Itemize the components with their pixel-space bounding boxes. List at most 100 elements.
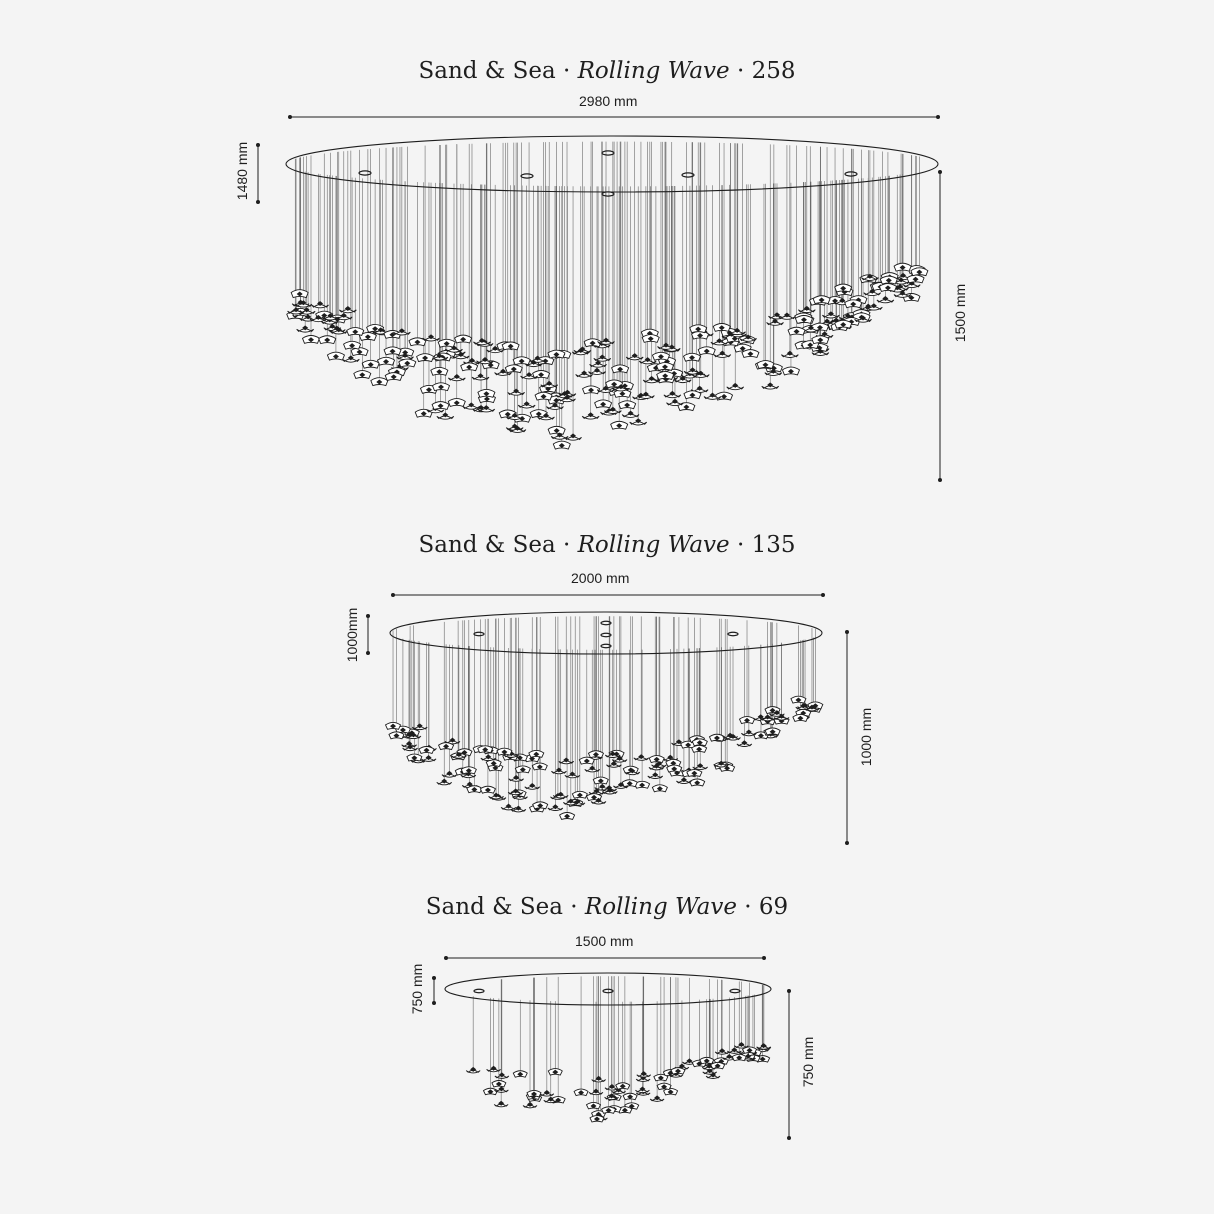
wave-tile [520, 375, 538, 380]
dimension-end-dot [256, 143, 260, 147]
dimension-end-dot [938, 170, 942, 174]
tile-shadow [773, 312, 780, 318]
tile-shadow [662, 342, 669, 348]
tile-shadow [590, 1103, 597, 1109]
tile-shadow [741, 740, 748, 746]
tile-shadow [317, 301, 324, 307]
wave-tile [447, 377, 466, 382]
tile-shadow [484, 787, 491, 793]
chandelier-drawing-135 [366, 593, 849, 845]
wave-tile [604, 409, 622, 414]
tile-shadow [696, 746, 703, 752]
wave-tile [321, 316, 340, 321]
tile-shadow [621, 1107, 628, 1113]
variant-title: Sand & Sea · Rolling Wave · 135 [0, 532, 1214, 558]
tile-shadow [438, 384, 445, 390]
wave-tile [822, 314, 840, 319]
dimension-end-dot [762, 956, 766, 960]
canopy-mount-hole [473, 988, 485, 994]
tile-shadow [817, 337, 824, 343]
tile-shadow [567, 798, 574, 804]
tile-shadow [359, 372, 366, 378]
tile-shadow [564, 394, 571, 400]
tile-shadow [617, 366, 624, 372]
brand-name: Sand & Sea [418, 58, 556, 84]
tile-shadow [671, 766, 678, 772]
tile-shadow [492, 345, 499, 351]
tile-shadow [732, 382, 739, 388]
tile-shadow [553, 397, 560, 403]
wave-tile [546, 405, 564, 410]
tile-shadow [606, 787, 613, 793]
tile-shadow [638, 754, 645, 760]
tile-shadow [716, 338, 723, 344]
tile-shadow [793, 329, 800, 335]
canopy-mount-hole [681, 172, 695, 178]
tile-shadow [731, 336, 738, 342]
tile-shadow [695, 326, 702, 332]
tile-shadow [605, 1107, 612, 1113]
tile-shadow [449, 737, 456, 743]
wave-tile [558, 398, 576, 403]
canopy-disc [444, 972, 772, 1006]
tile-shadow [696, 740, 703, 746]
tile-shadow [530, 359, 537, 365]
suspension-wires [294, 141, 920, 446]
tile-shadow [619, 1083, 626, 1089]
tile-shadow [457, 351, 464, 357]
tile-shadow [529, 783, 536, 789]
dimension-end-dot [845, 630, 849, 634]
tile-shadow [621, 383, 628, 389]
tile-shadow [495, 1081, 502, 1087]
model-name: Rolling Wave [577, 58, 730, 84]
tile-shadow [591, 794, 598, 800]
tile-shadow [689, 355, 696, 361]
tile-shadow [500, 368, 507, 374]
wave-tile [581, 415, 600, 420]
tile-shadow [719, 1048, 726, 1054]
tile-shadow [482, 747, 489, 753]
tile-shadow [468, 402, 475, 408]
tile-shadow [745, 729, 752, 735]
canopy-mount-hole [358, 170, 372, 176]
pendant-count: 135 [751, 532, 796, 558]
wave-tile [863, 291, 882, 297]
wave-tile [430, 356, 449, 361]
title-separator: · [570, 894, 578, 920]
tile-shadow [393, 733, 400, 739]
tile-shadow [542, 413, 549, 419]
tile-shadow [507, 343, 514, 349]
wave-tile [596, 388, 615, 393]
canopy-disc [389, 611, 823, 655]
canopy-mount-hole [727, 631, 739, 637]
tile-shadow [425, 387, 432, 393]
wave-tile [802, 328, 820, 333]
tile-shadow [411, 755, 418, 761]
tile-shadow [786, 350, 793, 356]
tile-shadow [307, 337, 314, 343]
wave-tile [476, 360, 494, 365]
tile-shadow [869, 288, 876, 294]
dimension-end-dot [444, 956, 448, 960]
tile-shadow [627, 410, 634, 416]
tile-shadow [553, 428, 560, 434]
wave-tile [638, 360, 657, 365]
tile-shadow [478, 338, 485, 344]
tile-shadow [551, 402, 558, 408]
tile-shadow [609, 406, 616, 412]
width-dimension-label: 1500 mm [575, 933, 634, 949]
tile-shadow [840, 285, 847, 291]
tile-shadow [689, 367, 696, 373]
tile-shadow [483, 396, 490, 402]
tile-shadow [885, 277, 892, 283]
wave-tile [642, 379, 661, 384]
canopy-mount-hole [600, 620, 612, 626]
canopy-mount-hole [844, 171, 858, 177]
dimension-end-dot [366, 651, 370, 655]
tile-shadow [595, 797, 602, 803]
wave-tile [766, 321, 784, 326]
tile-shadow [581, 370, 588, 376]
tile-shadow [731, 1047, 738, 1053]
tile-shadow [661, 364, 668, 370]
tile-shadow [916, 269, 923, 275]
